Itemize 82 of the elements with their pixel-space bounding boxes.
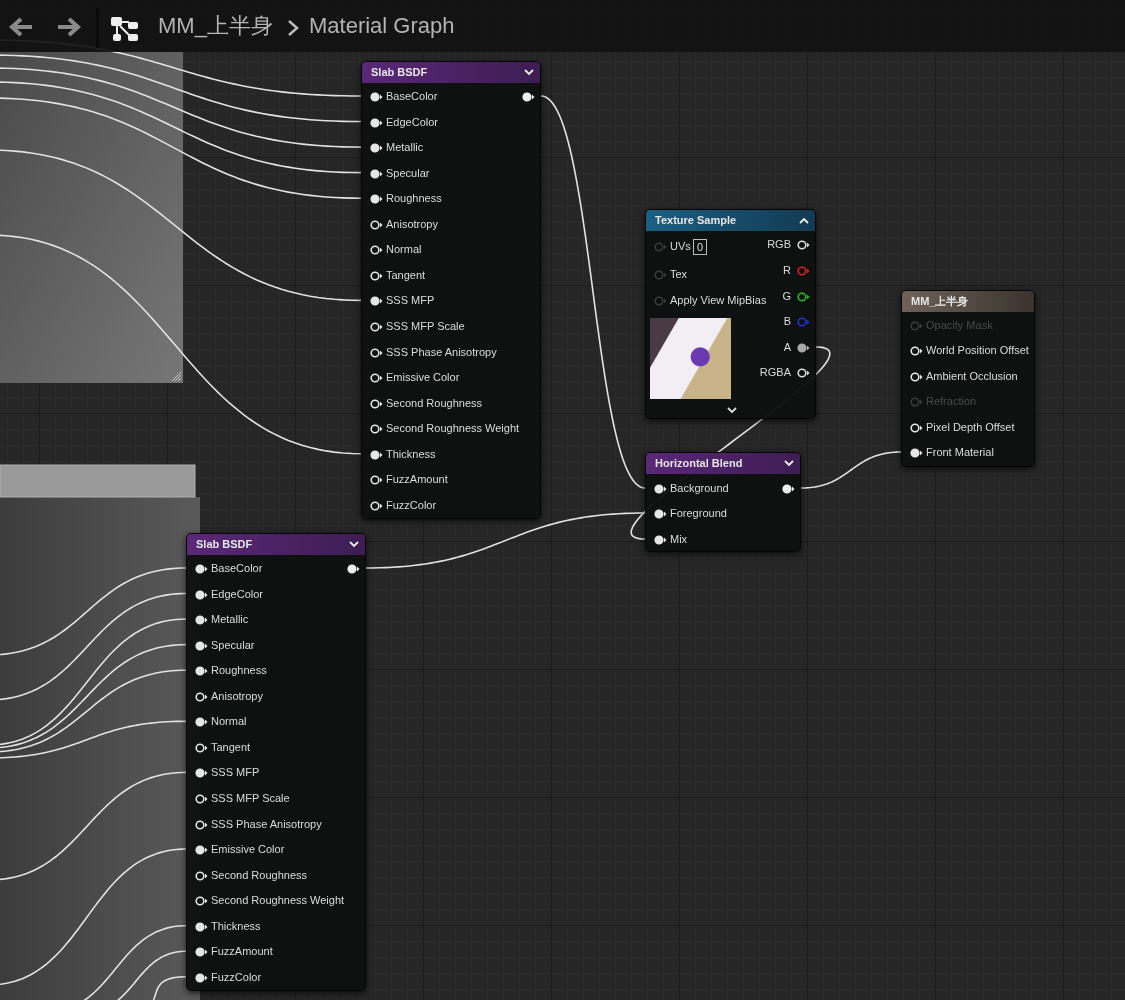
wire [0, 81, 362, 174]
pin-label: Thickness [211, 919, 261, 933]
pin-label: Specular [386, 166, 430, 180]
pin-label: EdgeColor [386, 115, 438, 129]
pin-label: SSS Phase Anisotropy [386, 345, 497, 359]
pin-label: Ambient Occlusion [926, 370, 1018, 383]
input-field: 0 [693, 239, 708, 255]
wire [540, 95, 646, 489]
breadcrumb-link: MM_上半身 [158, 13, 273, 39]
pin-label: Tangent [386, 268, 426, 282]
material-node [186, 533, 366, 991]
wire [0, 54, 362, 123]
pin-label: R [783, 264, 791, 277]
pin-label: Metallic [211, 613, 249, 627]
pin-label: Pixel Depth Offset [926, 421, 1015, 434]
wire [0, 848, 187, 986]
wire [0, 234, 362, 455]
pin-label: UVs [670, 240, 691, 253]
pin-label: Foreground [670, 507, 727, 520]
pin-label: SSS MFP Scale [211, 791, 290, 805]
pin-label: Second Roughness Weight [386, 422, 520, 436]
wire [0, 97, 362, 199]
wire [0, 643, 187, 749]
pin-label: BaseColor [211, 562, 263, 575]
pin-label: FuzzAmount [211, 945, 273, 959]
wire [0, 592, 187, 701]
node-title: Texture Sample [655, 214, 737, 227]
pin-label: SSS MFP [211, 766, 260, 780]
wire [0, 720, 187, 759]
pin-label: A [783, 341, 791, 354]
pin-label: Roughness [211, 664, 267, 678]
pin-label: Second Roughness Weight [211, 894, 345, 908]
pin-label: Second Roughness [211, 868, 307, 882]
pin-label: B [783, 315, 791, 328]
wire [0, 771, 187, 881]
pin-label: SSS MFP [386, 294, 435, 308]
wire [0, 567, 187, 656]
pin-label: Normal [211, 715, 247, 729]
wire [365, 512, 646, 569]
pin-label: Emissive Color [386, 371, 460, 385]
pin-label: Mix [670, 533, 688, 546]
wire [800, 451, 902, 489]
pin-label: Normal [386, 243, 422, 257]
pin-label: FuzzColor [386, 498, 437, 512]
pin-label: G [782, 290, 791, 303]
pin-label: Anisotropy [386, 217, 438, 231]
pin-label: EdgeColor [211, 587, 263, 601]
pin-label: Tangent [211, 740, 251, 754]
material-node [361, 61, 541, 519]
material-node [645, 452, 801, 552]
node-title: Slab BSDF [371, 66, 428, 79]
pin-label: FuzzAmount [386, 473, 448, 487]
pin-label: World Position Offset [926, 344, 1029, 357]
pin-label: Roughness [386, 192, 442, 206]
node-title: Slab BSDF [196, 538, 253, 551]
pin-label: Metallic [386, 141, 424, 155]
pin-label: Opacity Mask [926, 319, 993, 332]
pin-label: Specular [211, 638, 255, 652]
pin-label: Apply View MipBias [670, 294, 767, 307]
pin-label: FuzzColor [211, 970, 262, 984]
pin-label: BaseColor [386, 90, 438, 103]
wire [0, 669, 187, 753]
node-title: Horizontal Blend [655, 457, 743, 470]
wire [0, 618, 187, 746]
pin-label: SSS MFP Scale [386, 319, 465, 333]
pin-label: RGB [767, 238, 791, 251]
pin-label: SSS Phase Anisotropy [211, 817, 322, 831]
pin-label: Background [670, 482, 729, 495]
breadcrumb-text: Material Graph [309, 13, 455, 39]
pin-label: Emissive Color [211, 843, 285, 857]
wire [0, 67, 362, 148]
pin-label: Anisotropy [211, 689, 263, 703]
material-node [901, 290, 1035, 467]
pin-label: RGBA [759, 366, 791, 379]
wire [0, 149, 362, 302]
pin-label: Refraction [926, 395, 977, 408]
node-title: MM_上半身 [911, 295, 969, 308]
material-node [645, 209, 816, 419]
pin-label: Second Roughness [386, 396, 482, 410]
pin-label: Front Material [926, 446, 994, 459]
pin-label: Tex [670, 268, 688, 281]
pin-label: Thickness [386, 447, 436, 461]
